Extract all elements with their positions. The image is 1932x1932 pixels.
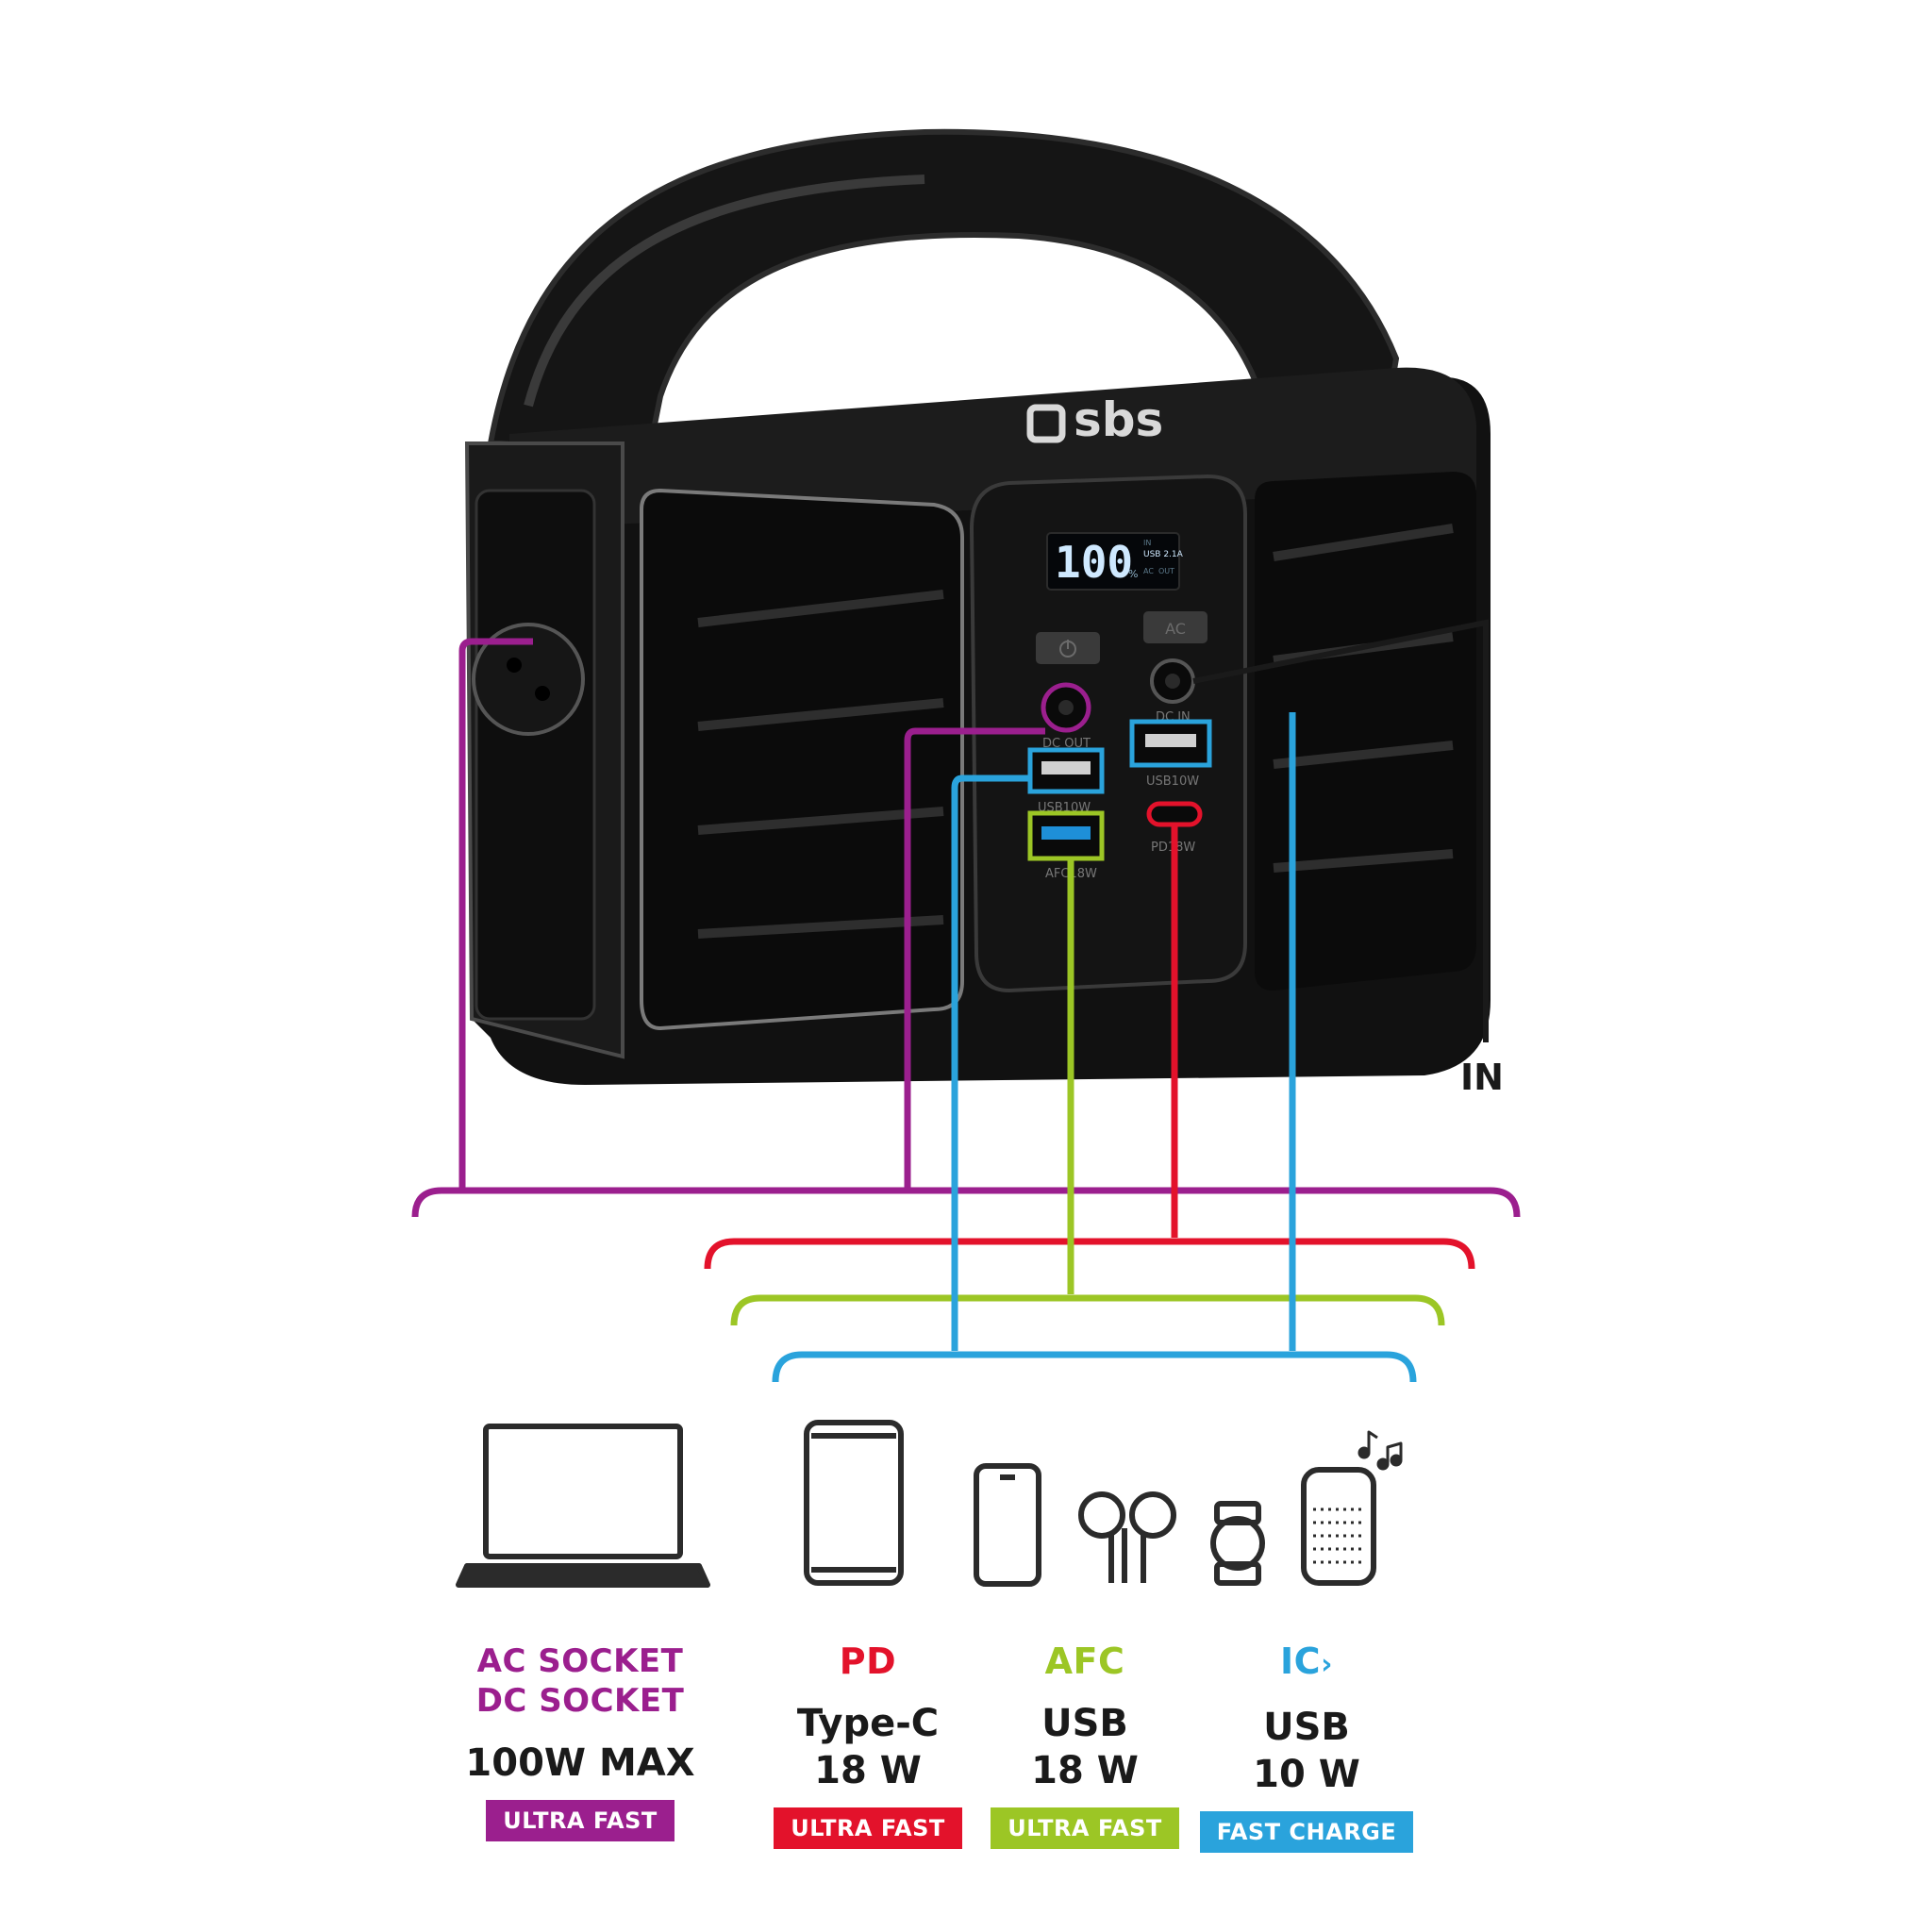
dc-in-port: DC IN: [1150, 658, 1195, 724]
category-line: DC SOCKET: [475, 1682, 685, 1720]
svg-text:USB 2.1A: USB 2.1A: [1143, 550, 1184, 559]
carry-handle: [487, 128, 1400, 446]
group-pd: PD Type-C 18 W ULTRA FAST: [774, 1641, 962, 1849]
ac-socket-panel: [475, 489, 596, 1021]
spec-line: USB: [1041, 1702, 1128, 1745]
connector-lines: [411, 619, 1521, 1383]
group-ac-dc: AC SOCKET DC SOCKET 100W MAX ULTRA FAST: [453, 1641, 708, 1841]
usb-port-right: USB10W: [1129, 719, 1212, 789]
ic-arrow-icon: ›: [1321, 1648, 1333, 1681]
group-ic-usb: IC› USB 10 W FAST CHARGE: [1198, 1641, 1415, 1853]
group-pd-spec: Type-C 18 W: [774, 1700, 962, 1794]
earbuds-icon: [1078, 1491, 1176, 1583]
svg-text:IN: IN: [1143, 539, 1151, 547]
speed-badge: FAST CHARGE: [1199, 1811, 1414, 1853]
music-notes-icon: [1357, 1430, 1403, 1471]
ac-socket: [472, 623, 585, 736]
svg-text:DC OUT: DC OUT: [1042, 737, 1091, 751]
dc-out-port: DC OUT: [1041, 682, 1091, 751]
laptop-icon: [456, 1424, 710, 1588]
power-button[interactable]: [1036, 632, 1100, 664]
sbs-logo: sbs: [1026, 392, 1163, 447]
svg-text:AC: AC: [1143, 567, 1154, 575]
group-pd-category: PD: [839, 1641, 897, 1682]
spec-line: 18 W: [814, 1749, 922, 1792]
group-ic-spec: USB 10 W: [1198, 1704, 1415, 1798]
ic-logo-text: IC: [1280, 1641, 1322, 1682]
smartwatch-icon: [1210, 1501, 1265, 1586]
speed-badge: ULTRA FAST: [774, 1807, 962, 1849]
speaker-icon: [1301, 1467, 1376, 1586]
ac-button[interactable]: AC: [1143, 611, 1208, 643]
group-afc: AFC USB 18 W ULTRA FAST: [991, 1641, 1179, 1849]
in-label: IN: [1460, 1057, 1504, 1098]
group-afc-category: AFC: [1044, 1641, 1125, 1682]
group-ac-dc-category: AC SOCKET DC SOCKET: [453, 1641, 708, 1721]
spec-line: Type-C: [796, 1702, 940, 1745]
svg-text:AC: AC: [1165, 620, 1186, 638]
lcd-display: 100 % IN USB 2.1A AC OUT: [1046, 532, 1184, 591]
group-ac-dc-spec: 100W MAX: [465, 1741, 695, 1785]
svg-text:USB10W: USB10W: [1146, 774, 1199, 789]
spec-line: 10 W: [1253, 1753, 1360, 1796]
svg-text:OUT: OUT: [1158, 567, 1174, 575]
phone-icon: [974, 1463, 1041, 1587]
device-body: [464, 367, 1491, 1086]
svg-text:100: 100: [1055, 537, 1133, 588]
svg-text:%: %: [1128, 568, 1138, 580]
group-ic-category: IC›: [1198, 1641, 1415, 1685]
svg-text:sbs: sbs: [1074, 392, 1163, 447]
speed-badge: ULTRA FAST: [991, 1807, 1179, 1849]
category-line: AC SOCKET: [476, 1642, 684, 1680]
speed-badge: ULTRA FAST: [486, 1800, 675, 1841]
group-afc-spec: USB 18 W: [991, 1700, 1179, 1794]
spec-line: 18 W: [1031, 1749, 1139, 1792]
tablet-icon: [804, 1420, 904, 1586]
spec-line: USB: [1263, 1706, 1350, 1749]
